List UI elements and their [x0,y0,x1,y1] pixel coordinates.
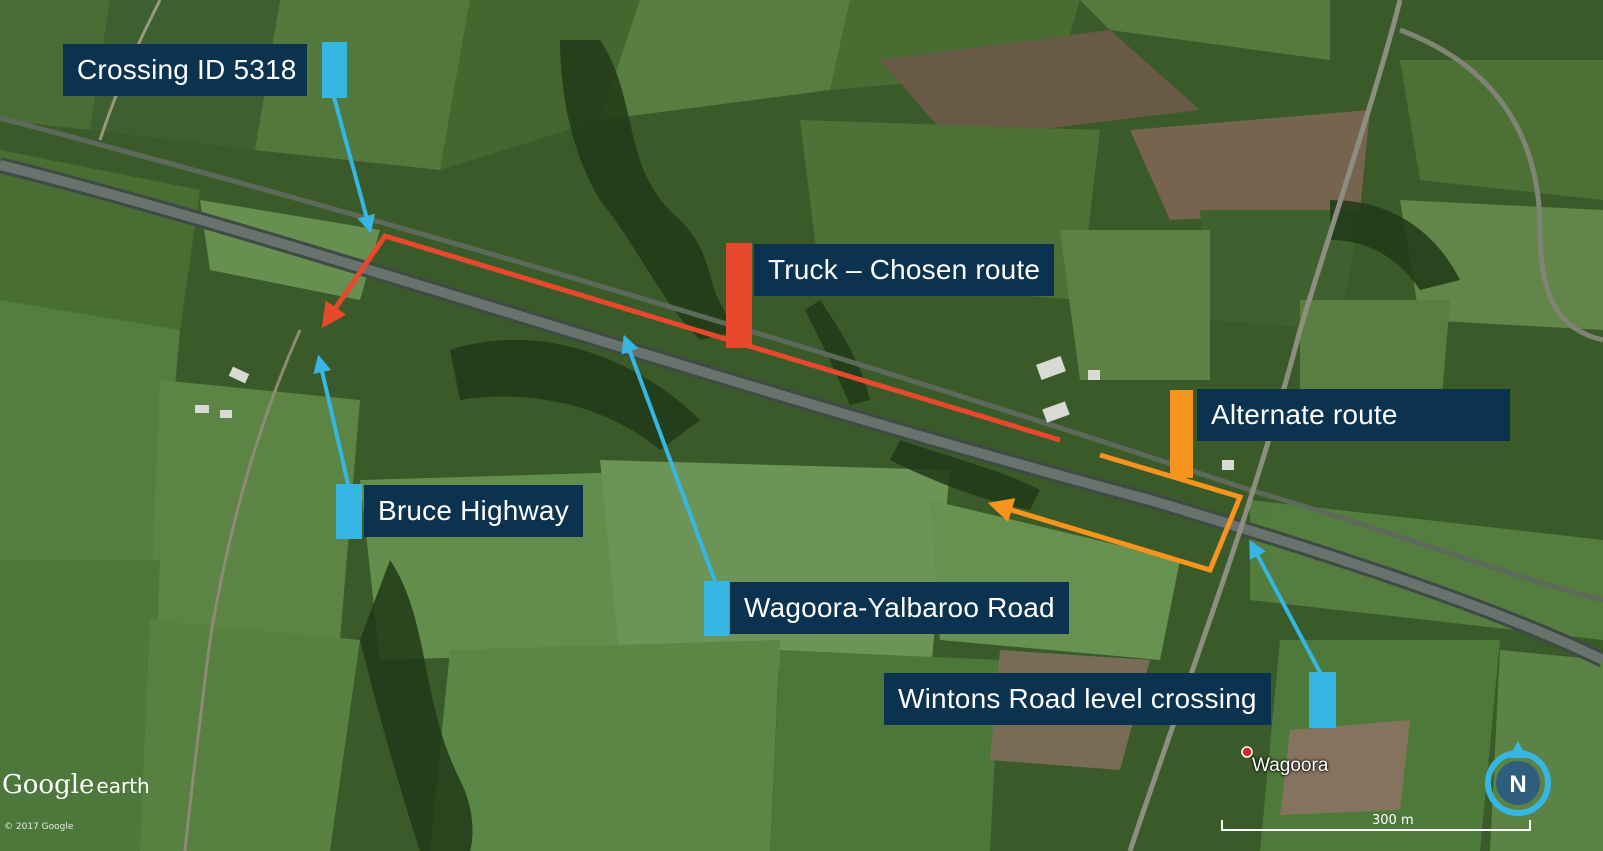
brand-earth: earth [96,774,150,798]
callout-truck-route-text: Truck – Chosen route [768,254,1041,285]
scale-label: 300 m [1372,813,1414,828]
callout-wintons-crossing-text: Wintons Road level crossing [898,683,1257,714]
callout-alternate-route-tab [1170,390,1193,478]
callout-bruce-highway-text: Bruce Highway [378,495,569,526]
compass-north-icon: N [1485,741,1551,816]
callout-truck-route: Truck – Chosen route [754,244,1055,296]
buildings [195,356,1234,470]
callout-wagoora-road: Wagoora-Yalbaroo Road [730,582,1069,634]
compass-letter: N [1509,771,1526,798]
scale-bar [1221,820,1531,831]
callout-wintons-crossing-tab [1309,672,1336,728]
callout-wagoora-road-text: Wagoora-Yalbaroo Road [744,592,1055,623]
callout-wagoora-road-tab [704,581,729,636]
tree-belts [360,40,1460,851]
callout-bruce-highway: Bruce Highway [364,485,583,537]
callout-crossing-id: Crossing ID 5318 [63,44,307,96]
callout-alternate-route-text: Alternate route [1211,399,1398,430]
brand-google: Google [2,770,95,800]
callout-wintons-crossing: Wintons Road level crossing [884,673,1271,725]
callout-leaders [313,96,1324,677]
truck-chosen-route [321,233,1061,443]
callout-crossing-id-text: Crossing ID 5318 [77,54,297,85]
callout-truck-route-tab [726,243,752,348]
copyright-text: © 2017 Google [4,822,74,832]
callout-crossing-id-tab [322,42,347,98]
place-pin-icon [1241,746,1253,758]
place-label-wagoora: Wagoora [1252,755,1329,776]
callout-bruce-highway-tab [336,484,362,539]
callout-alternate-route: Alternate route [1197,389,1510,441]
